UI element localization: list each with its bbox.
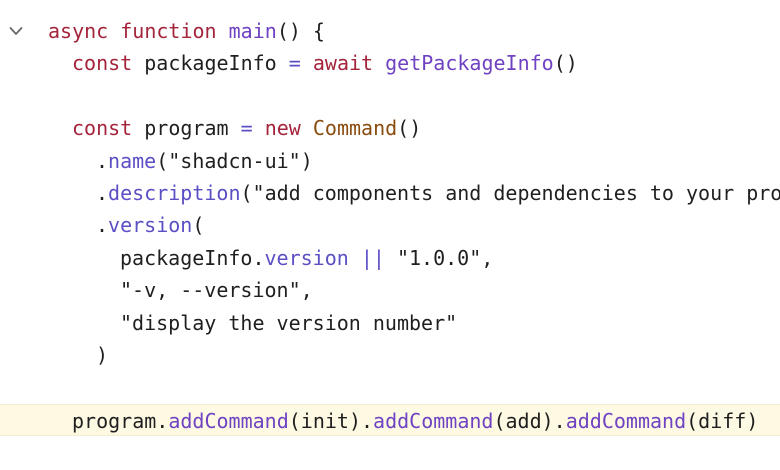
- code-line[interactable]: .name("shadcn-ui"): [0, 145, 780, 177]
- code-line[interactable]: async function main() {: [0, 15, 780, 47]
- code-line[interactable]: const packageInfo = await getPackageInfo…: [0, 47, 780, 79]
- code-token: (diff): [686, 409, 759, 433]
- code-line[interactable]: const program = new Command(): [0, 112, 780, 144]
- code-token: function: [120, 19, 217, 43]
- code-token: ("shadcn-ui"): [156, 149, 313, 173]
- code-token: [301, 51, 313, 75]
- code-token: new: [264, 116, 301, 140]
- code-token: const: [72, 116, 133, 140]
- code-token: "1.0.0",: [384, 246, 494, 270]
- code-text: "display the version number": [120, 307, 457, 339]
- code-token: .: [96, 149, 109, 173]
- code-text: program.addCommand(init).addCommand(add)…: [72, 405, 759, 435]
- code-token: =: [240, 116, 253, 140]
- code-token: addCommand: [168, 409, 289, 433]
- code-line[interactable]: packageInfo.version || "1.0.0",: [0, 242, 780, 274]
- code-text: const packageInfo = await getPackageInfo…: [72, 47, 578, 79]
- code-token: ("add components and dependencies to you…: [240, 181, 780, 205]
- code-text: ): [96, 339, 108, 371]
- code-token: ||: [360, 246, 385, 270]
- code-token: program.: [72, 409, 169, 433]
- code-text: async function main() {: [48, 15, 325, 47]
- code-token: packageInfo.: [120, 246, 265, 270]
- code-token: (): [553, 51, 578, 75]
- code-token: getPackageInfo: [385, 51, 554, 75]
- code-line[interactable]: "display the version number": [0, 307, 780, 339]
- code-text: const program = new Command(): [72, 112, 421, 144]
- code-token: async: [48, 19, 109, 43]
- code-token: .: [96, 181, 109, 205]
- code-token: await: [312, 51, 374, 75]
- code-token: version: [108, 213, 193, 237]
- code-text: packageInfo.version || "1.0.0",: [120, 242, 493, 274]
- code-token: [108, 19, 120, 43]
- code-token: [349, 246, 361, 270]
- code-token: ): [96, 343, 109, 367]
- code-text: "-v, --version",: [120, 274, 313, 306]
- code-token: packageInfo: [132, 51, 289, 75]
- code-token: program: [132, 116, 241, 140]
- code-line[interactable]: .description("add components and depende…: [0, 177, 780, 209]
- code-token: [217, 19, 229, 43]
- code-token: (init).: [288, 409, 374, 433]
- code-token: description: [108, 181, 241, 205]
- code-text: .version(: [96, 209, 204, 241]
- code-token: [253, 116, 265, 140]
- chevron-down-icon: [9, 27, 23, 35]
- code-token: [373, 51, 385, 75]
- code-token: Command: [312, 116, 398, 140]
- code-line[interactable]: .version(: [0, 209, 780, 241]
- code-token: version: [264, 246, 349, 270]
- code-line[interactable]: [0, 79, 780, 111]
- code-line[interactable]: [0, 371, 780, 403]
- code-token: main: [228, 19, 277, 43]
- code-token: (: [192, 213, 205, 237]
- code-token: addCommand: [373, 409, 494, 433]
- code-token: name: [108, 149, 157, 173]
- code-text: .description("add components and depende…: [96, 177, 780, 209]
- fold-toggle[interactable]: [6, 15, 26, 47]
- code-token: (): [397, 116, 422, 140]
- code-line-current[interactable]: program.addCommand(init).addCommand(add)…: [0, 404, 780, 436]
- code-token: addCommand: [565, 409, 687, 433]
- code-token: "-v, --version",: [120, 278, 313, 302]
- code-text: .name("shadcn-ui"): [96, 145, 313, 177]
- code-token: const: [72, 51, 133, 75]
- code-token: .: [96, 213, 109, 237]
- code-token: =: [288, 51, 301, 75]
- code-line[interactable]: "-v, --version",: [0, 274, 780, 306]
- code-line[interactable]: ): [0, 339, 780, 371]
- code-token: (add).: [493, 409, 566, 433]
- code-token: () {: [276, 19, 325, 43]
- code-token: [301, 116, 313, 140]
- code-token: "display the version number": [120, 311, 458, 335]
